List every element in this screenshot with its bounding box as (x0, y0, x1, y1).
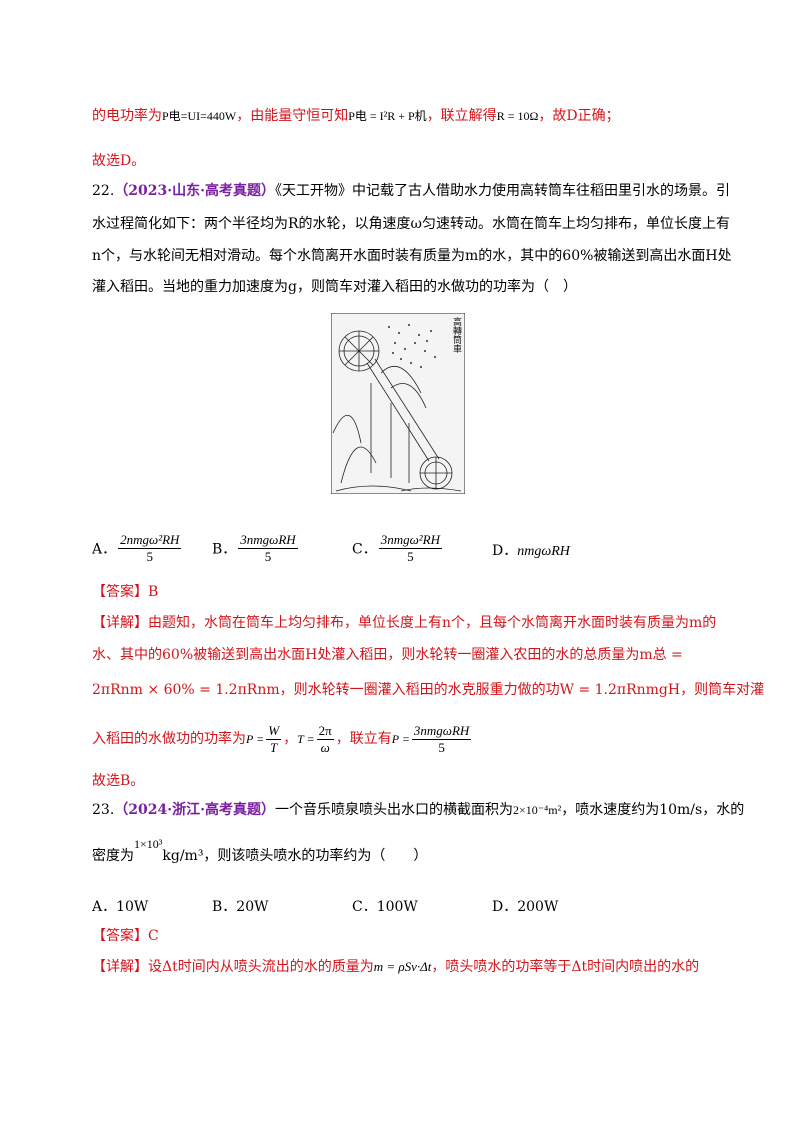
detail-22-line3: 2πRnm × 60% = 1.2πRnm，则水轮转一圈灌入稻田的水克服重力做的… (92, 682, 765, 698)
detail-22-line1: 【详解】由题知，水筒在筒车上均匀排布，单位长度上有n个，且每个水筒离开水面时装有… (92, 615, 717, 631)
prev-conclusion: 故选D。 (92, 153, 146, 169)
question-22-line1: 22.（2023·山东·高考真题）《天工开物》中记载了古人借助水力使用高转筒车往… (92, 183, 730, 199)
waterwheel-illustration: 高轉筒車 (330, 312, 466, 495)
prev-detail-line: 的电功率为P电=UI=440W，由能量守恒可知P电 = I²R + P机，联立解… (92, 108, 620, 124)
figure-caption: 高轉筒車 (451, 317, 461, 353)
answer-22: 【答案】B (92, 584, 159, 600)
option-a[interactable]: A．10W (92, 899, 149, 915)
question-23-line2: 密度为1×10³kg/m³，则该喷头喷水的功率约为（ ） (92, 837, 428, 864)
question-22-line3: n个，与水轮间无相对滑动。每个水筒离开水面时装有质量为m的水，其中的60%被输送… (92, 248, 732, 264)
option-d[interactable]: D．200W (492, 899, 559, 915)
conclusion-22: 故选B。 (92, 773, 145, 789)
option-b[interactable]: B．20W (212, 899, 269, 915)
answer-23: 【答案】C (92, 928, 159, 944)
question-22-line4: 灌入稻田。当地的重力加速度为g，则筒车对灌入稻田的水做功的功率为（ ） (92, 279, 577, 295)
option-c[interactable]: C．100W (352, 899, 418, 915)
option-d[interactable]: D．nmgωRH (492, 543, 570, 559)
detail-23-line1: 【详解】设Δt时间内从喷头流出的水的质量为m = ρSv·Δt，喷头喷水的功率等… (92, 959, 700, 975)
detail-22-line2: 水、其中的60%被输送到高出水面H处灌入稻田，则水轮转一圈灌入农田的水的总质量为… (92, 647, 683, 663)
question-23-line1: 23.（2024·浙江·高考真题）一个音乐喷泉喷头出水口的横截面积为2×10⁻⁴… (92, 802, 745, 818)
question-22-line2: 水过程简化如下：两个半径均为R的水轮，以角速度ω匀速转动。水筒在筒车上均匀排布，… (92, 216, 730, 232)
